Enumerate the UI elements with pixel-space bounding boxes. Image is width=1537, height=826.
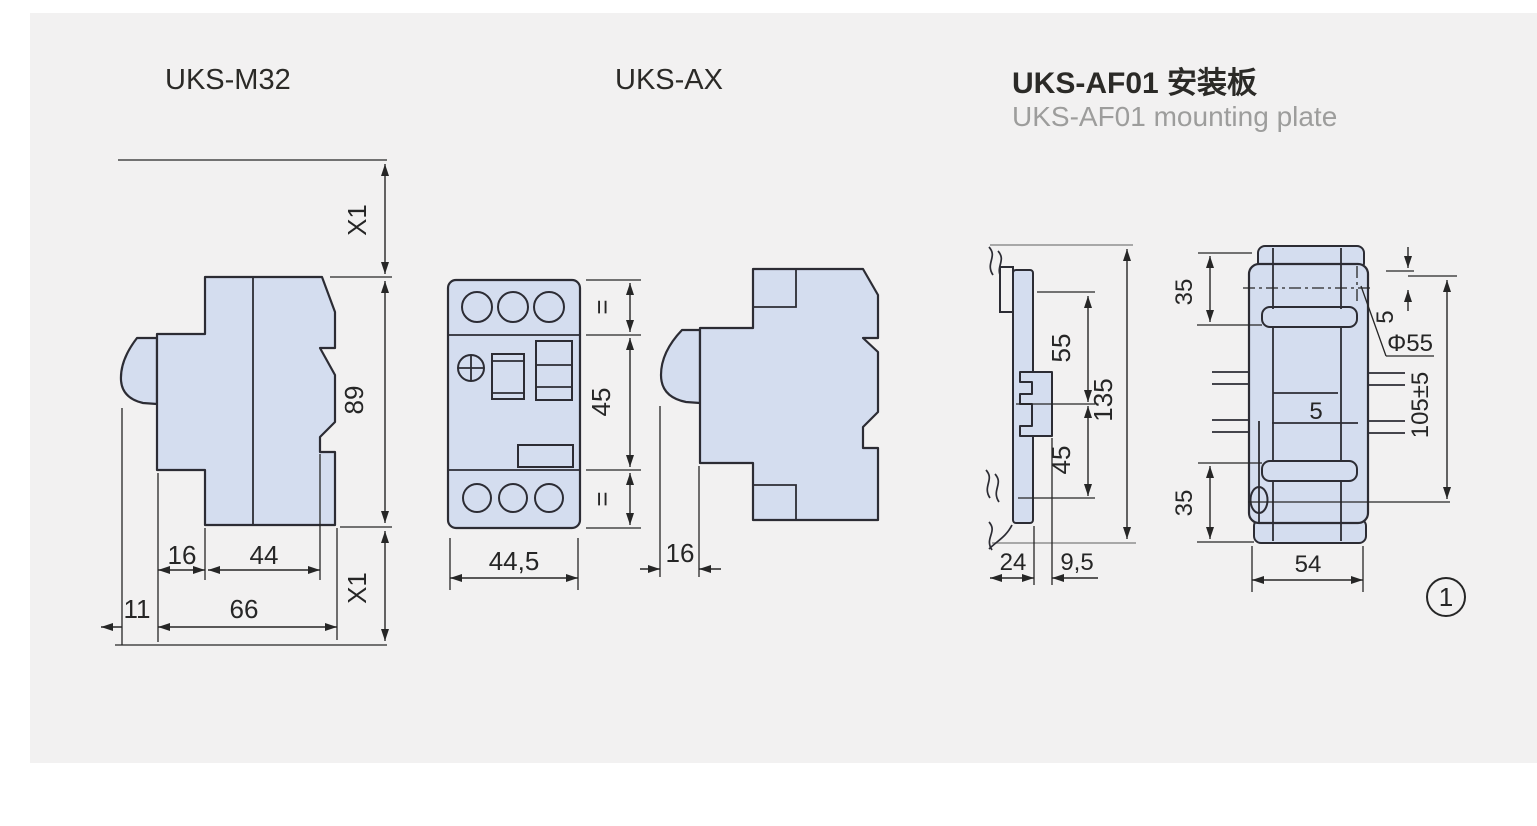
af01-dim-45: 45 — [1046, 446, 1076, 475]
af01-dim-55: 55 — [1046, 334, 1076, 363]
uks-ax-drawing: UKS-AX — [446, 64, 880, 590]
af01-dim-135: 135 — [1088, 378, 1118, 421]
af01-front-view: 35 5 Φ55 105±5 5 35 — [1171, 245, 1457, 592]
af01-dim-35-bottom: 35 — [1171, 490, 1198, 517]
m32-dim-11: 11 — [124, 594, 151, 624]
m32-vertical-dimensions: X1 89 X1 — [118, 159, 392, 641]
af01-dim-5-mid: 5 — [1309, 398, 1322, 425]
uks-af01-title: UKS-AF01 安装板 — [1012, 67, 1257, 100]
af01-dim-9-5: 9,5 — [1060, 549, 1093, 576]
m32-dim-66: 66 — [230, 594, 259, 624]
af01-dim-54: 54 — [1295, 551, 1322, 578]
figure-number: 1 — [1439, 582, 1453, 612]
ax-dim-equal-top: = — [587, 299, 617, 314]
uks-ax-title: UKS-AX — [615, 64, 723, 96]
m32-side-profile — [155, 275, 337, 527]
m32-dim-x1-bottom: X1 — [342, 572, 372, 604]
ax-front-bottom-dimension: 44,5 — [449, 538, 579, 590]
m32-operator-button — [119, 336, 159, 406]
af01-side-dimensions: 55 45 135 24 9,5 — [990, 249, 1131, 585]
m32-dim-x1-top: X1 — [342, 204, 372, 236]
m32-dim-16: 16 — [168, 540, 197, 570]
af01-dim-phi55: Φ55 — [1387, 330, 1433, 357]
uks-af01-subtitle: UKS-AF01 mounting plate — [1012, 101, 1337, 132]
ax-side-dimension-16: 16 — [640, 406, 721, 577]
af01-side-top-tab — [999, 266, 1014, 313]
ax-operator-button — [659, 328, 702, 405]
ax-dim-equal-bottom: = — [587, 491, 617, 506]
uks-m32-drawing: UKS-M32 X1 89 X1 — [101, 64, 392, 646]
af01-dim-24: 24 — [1000, 549, 1027, 576]
af01-dim-5-top: 5 — [1372, 310, 1399, 323]
af01-dim-35-top: 35 — [1171, 279, 1198, 306]
af01-rail-break-lines — [985, 246, 1013, 551]
af01-dim-105: 105±5 — [1407, 372, 1434, 439]
af01-front-inner-lines — [1249, 248, 1358, 541]
m32-horizontal-dimensions: 16 44 11 66 — [101, 408, 387, 646]
uks-af01-drawing: UKS-AF01 安装板 UKS-AF01 mounting plate — [985, 67, 1466, 617]
ax-front-right-dimensions: = 45 = — [586, 279, 641, 529]
ax-dim-45: 45 — [586, 388, 616, 417]
m32-dim-44: 44 — [250, 540, 279, 570]
af01-front-dimensions: 35 5 Φ55 105±5 5 35 — [1171, 247, 1457, 592]
ax-side-details — [753, 269, 797, 520]
ax-adjust-screw-icon — [457, 354, 485, 382]
af01-rail-edge-ticks — [1212, 371, 1405, 434]
ax-dim-16: 16 — [666, 538, 695, 568]
af01-side-view: 55 45 135 24 9,5 — [985, 244, 1136, 585]
ax-front-details — [448, 291, 580, 513]
ax-side-profile — [698, 267, 880, 522]
m32-dim-89: 89 — [339, 386, 369, 415]
figure-number-badge: 1 — [1426, 577, 1466, 617]
ax-dim-44-5: 44,5 — [489, 546, 540, 576]
uks-m32-title: UKS-M32 — [165, 64, 291, 96]
af01-mounting-slot-hole — [1249, 486, 1269, 514]
